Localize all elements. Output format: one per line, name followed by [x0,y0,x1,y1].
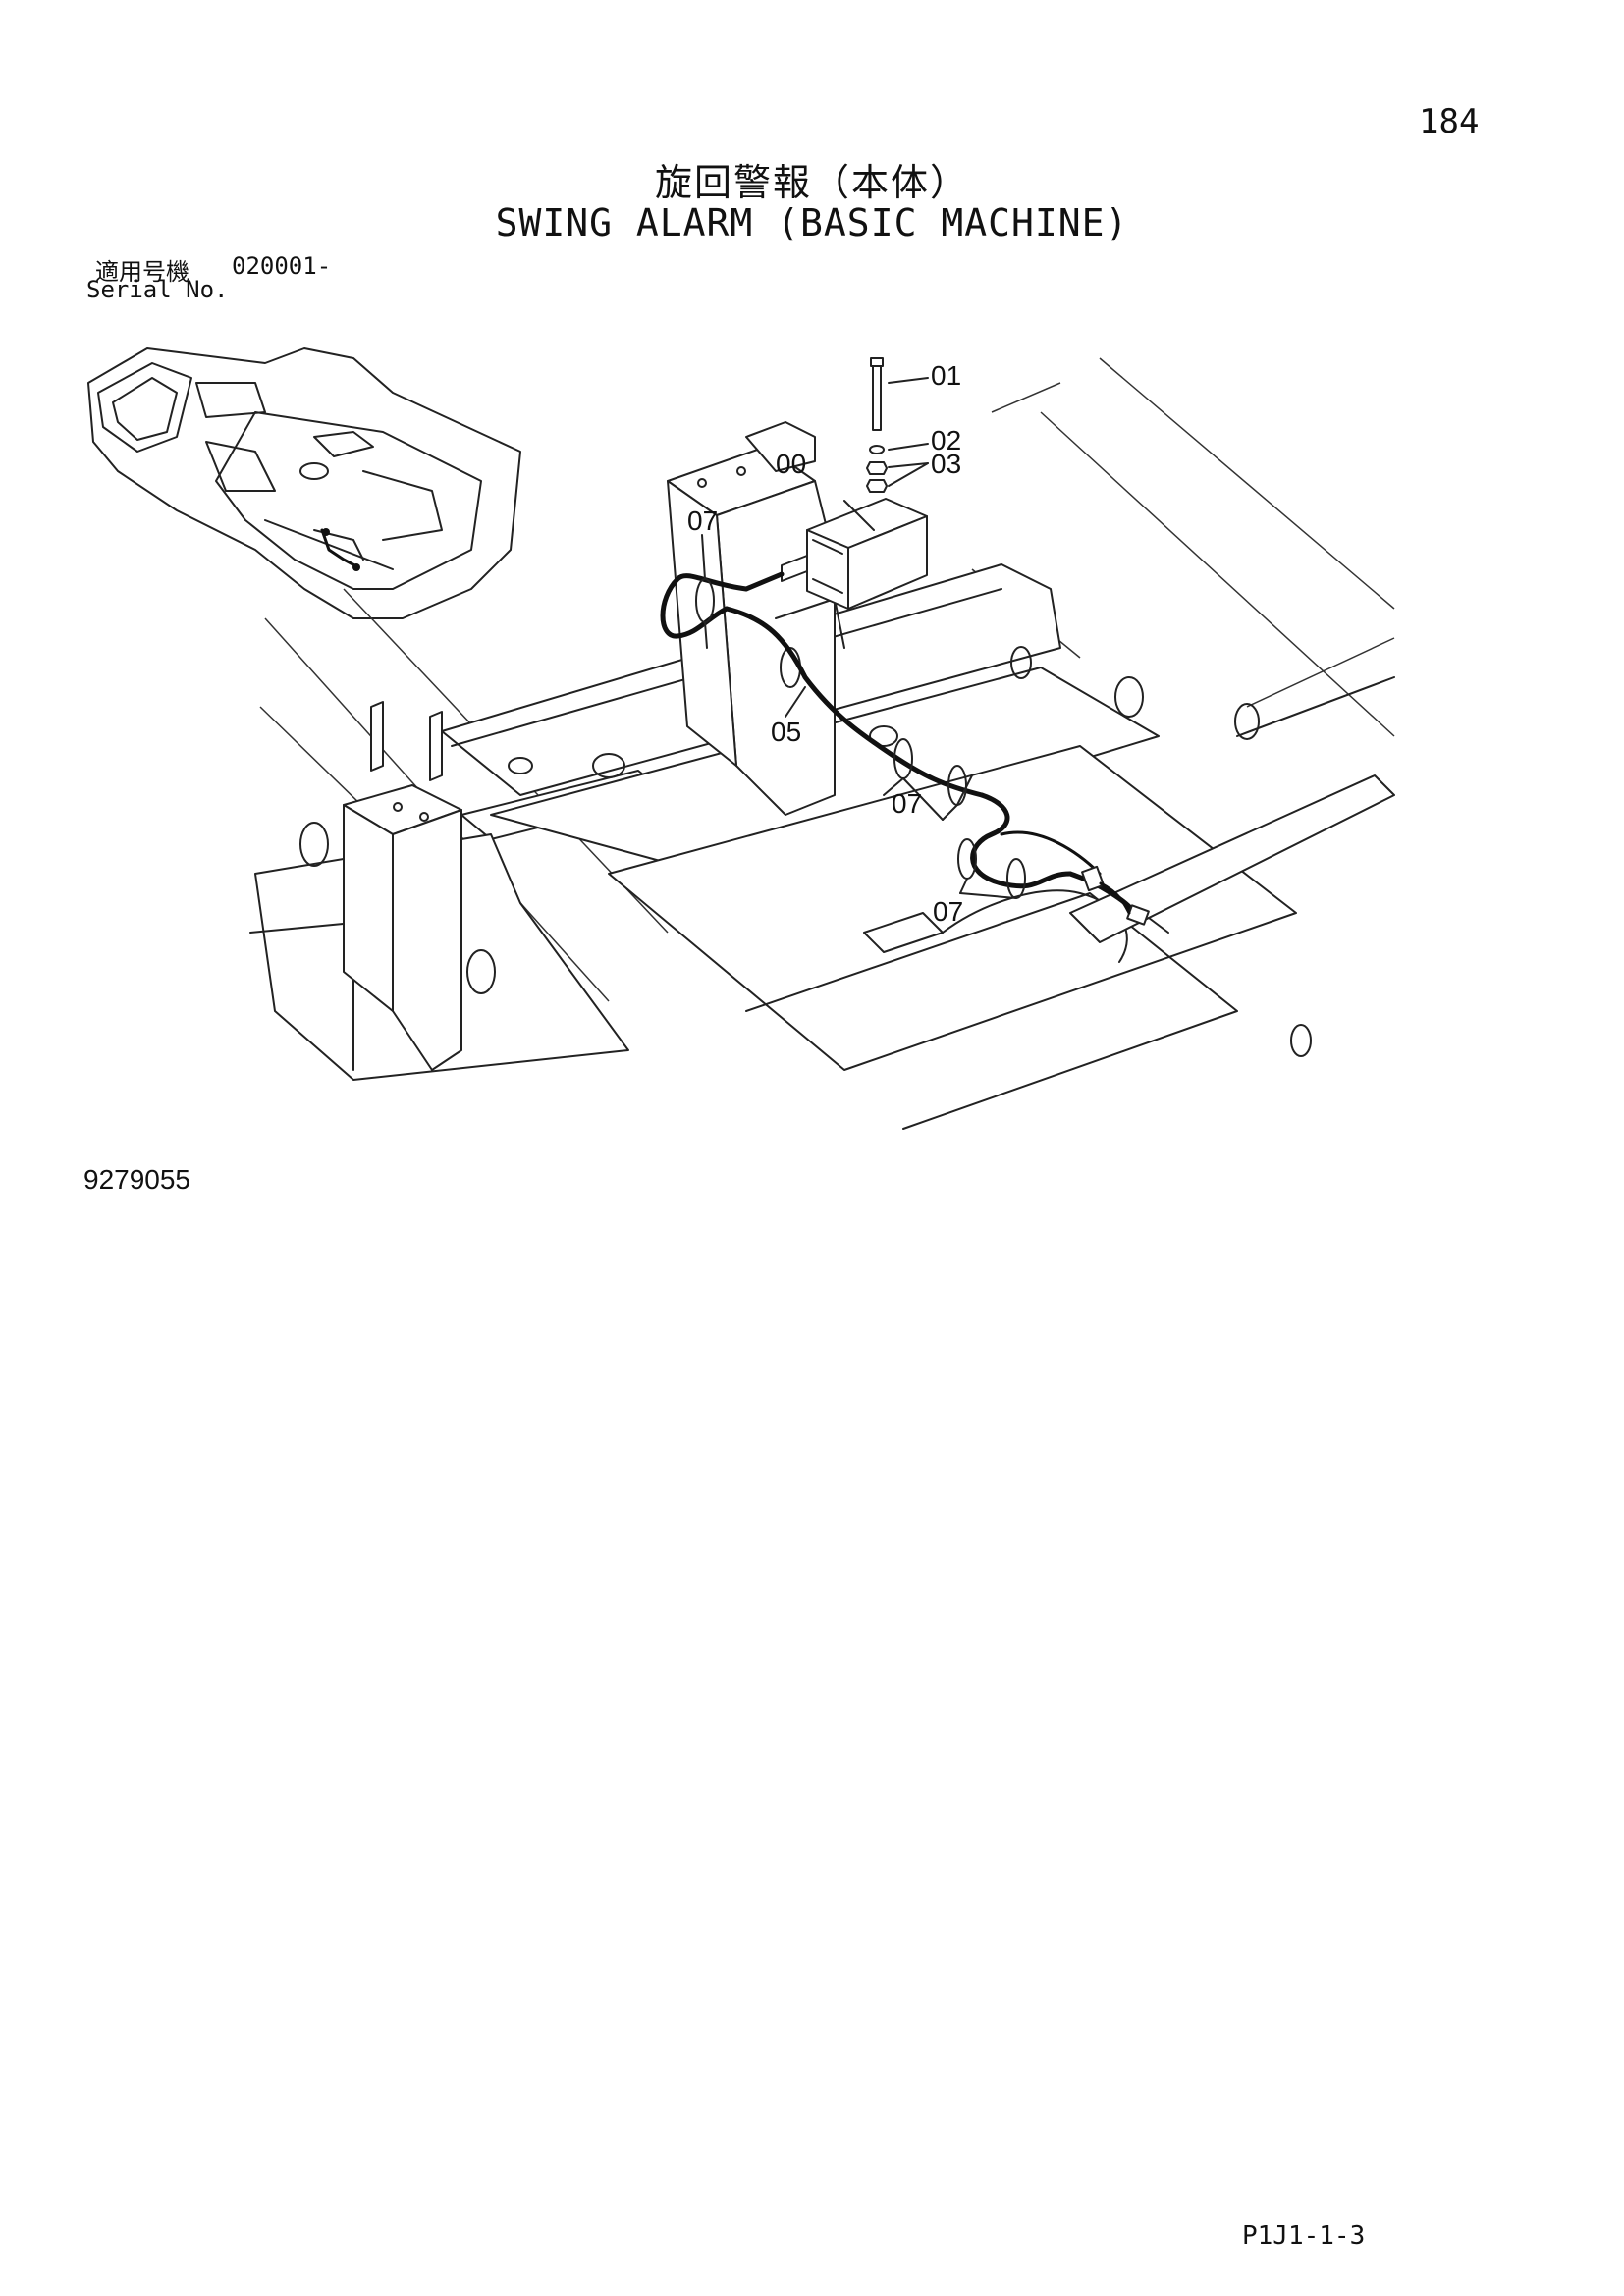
page-title-japanese: 旋回警報（本体） [654,161,969,204]
page-title-english: SWING ALARM (BASIC MACHINE) [495,201,1129,244]
serial-label-japanese: 適用号機 [95,258,189,286]
callout-05: 05 [771,717,801,747]
nut-part-03 [866,461,888,493]
callout-07-lower: 07 [933,896,963,927]
frame-holes [508,646,1312,1057]
washer-part-02 [869,445,885,454]
page-number: 184 [1419,102,1480,141]
swing-sensor-connector [1081,865,1169,934]
callout-02: 02 [931,425,961,455]
callout-leaders [701,377,1017,899]
bolt-part-01 [870,357,884,431]
left-bracket-post [343,701,462,1071]
callout-03: 03 [931,449,961,479]
callout-00: 00 [776,449,806,479]
drawing-number: 9279055 [83,1164,191,1195]
parts-diagram: 01 02 03 00 07 05 07 07 [87,347,1395,1130]
serial-label-english: Serial No. [86,276,229,303]
machine-overview-illustration [87,347,521,619]
callout-01: 01 [931,360,961,391]
callout-07-top: 07 [687,506,718,536]
callout-07-middle: 07 [892,788,922,819]
page-code: P1J1-1-3 [1242,2221,1366,2251]
serial-number-value: 020001- [232,252,332,280]
